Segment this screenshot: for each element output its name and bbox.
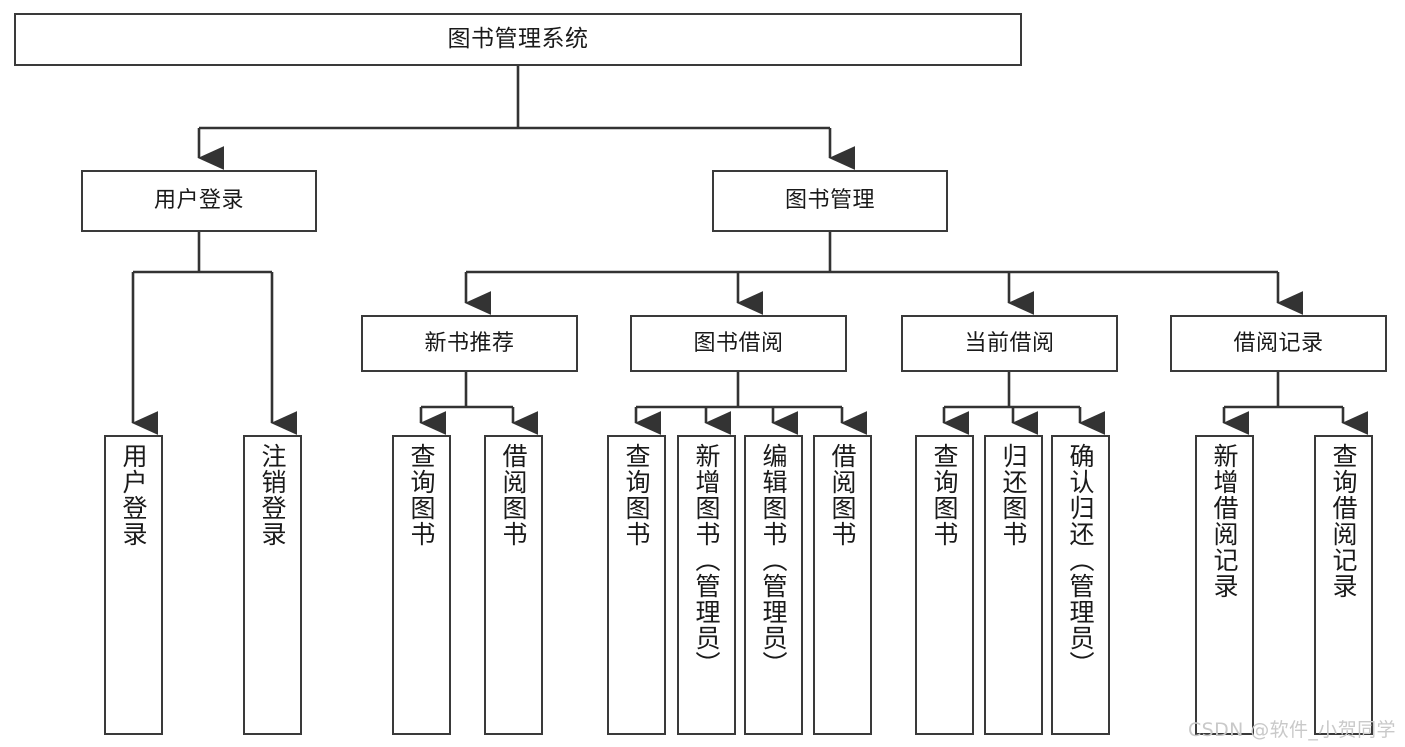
node-leaf-borrow-book[interactable]: 借阅图书 — [813, 435, 872, 735]
watermark: CSDN @软件_小贺同学 — [1188, 719, 1396, 741]
node-leaf-return-book[interactable]: 归还图书 — [984, 435, 1043, 735]
node-label: 查询图书 — [407, 443, 436, 547]
node-leaf-edit-book[interactable]: 编辑图书（管理员） — [744, 435, 803, 735]
node-book-management-system[interactable]: 图书管理系统 — [14, 13, 1022, 66]
node-current-borrow[interactable]: 当前借阅 — [901, 315, 1118, 372]
node-label: 用户登录 — [153, 188, 244, 214]
node-leaf-add-book[interactable]: 新增图书（管理员） — [677, 435, 736, 735]
node-label: 编辑图书（管理员） — [759, 443, 788, 677]
node-label: 新增图书（管理员） — [692, 443, 721, 677]
node-leaf-borrow-book-recommend[interactable]: 借阅图书 — [484, 435, 543, 735]
node-label: 借阅图书 — [499, 443, 528, 547]
node-leaf-query-book-recommend[interactable]: 查询图书 — [392, 435, 451, 735]
node-new-book-recommend[interactable]: 新书推荐 — [361, 315, 578, 372]
node-label: 新书推荐 — [424, 330, 515, 356]
node-book-borrow[interactable]: 图书借阅 — [630, 315, 847, 372]
node-label: 查询图书 — [622, 443, 651, 547]
node-label: 借阅图书 — [828, 443, 857, 547]
node-label: 归还图书 — [999, 443, 1028, 547]
node-label: 用户登录 — [119, 443, 148, 547]
node-leaf-query-borrow-record[interactable]: 查询借阅记录 — [1314, 435, 1373, 735]
node-label: 查询图书 — [930, 443, 959, 547]
node-leaf-logout[interactable]: 注销登录 — [243, 435, 302, 735]
node-label: 确认归还（管理员） — [1066, 443, 1095, 677]
node-label: 注销登录 — [258, 443, 287, 547]
node-leaf-add-borrow-record[interactable]: 新增借阅记录 — [1195, 435, 1254, 735]
node-label: 图书管理系统 — [447, 25, 589, 52]
node-leaf-confirm-return[interactable]: 确认归还（管理员） — [1051, 435, 1110, 735]
node-user-login[interactable]: 用户登录 — [81, 170, 317, 232]
node-label: 新增借阅记录 — [1210, 443, 1239, 599]
node-label: 当前借阅 — [964, 330, 1055, 356]
node-leaf-user-login[interactable]: 用户登录 — [104, 435, 163, 735]
node-label: 图书管理 — [784, 188, 875, 214]
node-label: 查询借阅记录 — [1329, 443, 1358, 599]
node-leaf-query-book-borrow[interactable]: 查询图书 — [607, 435, 666, 735]
node-label: 图书借阅 — [693, 330, 784, 356]
node-label: 借阅记录 — [1233, 330, 1324, 356]
node-book-management[interactable]: 图书管理 — [712, 170, 948, 232]
node-leaf-query-book-current[interactable]: 查询图书 — [915, 435, 974, 735]
node-borrow-record[interactable]: 借阅记录 — [1170, 315, 1387, 372]
